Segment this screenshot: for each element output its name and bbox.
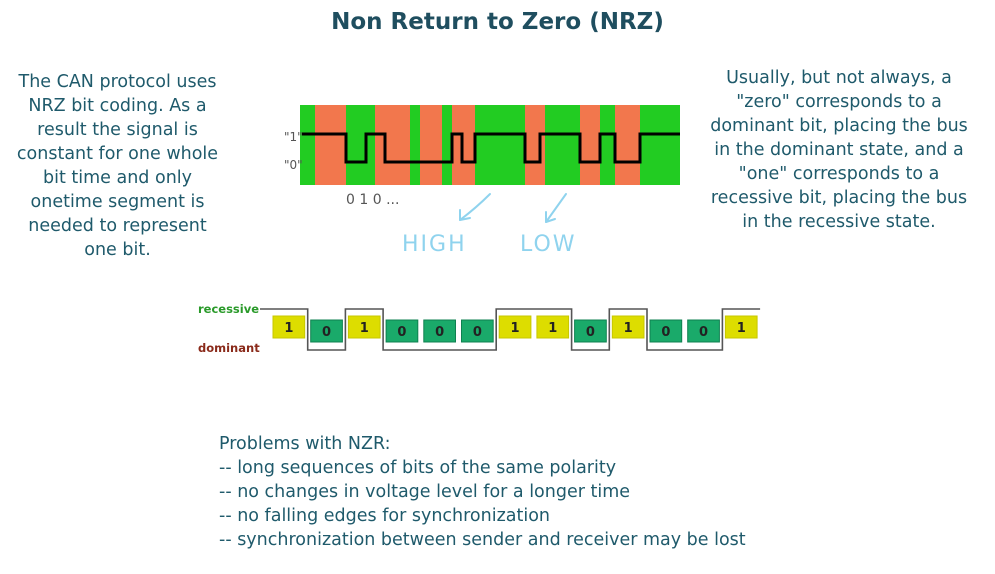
high-band	[545, 105, 580, 185]
arrow-icon	[545, 193, 567, 223]
text-line: recessive bit, placing the bus	[710, 188, 968, 208]
recessive-bit-cell: 1	[272, 315, 306, 339]
nrz-explanation-text: The CAN protocol uses NRZ bit coding. As…	[0, 70, 235, 262]
bit-cell-box	[649, 319, 683, 343]
low-band	[580, 105, 600, 185]
low-band	[420, 105, 442, 185]
arrow-icon	[459, 209, 471, 221]
bit-value: 0	[586, 325, 595, 340]
recessive-label: recessive	[198, 302, 259, 316]
bit-value: 0	[699, 325, 708, 340]
low-annotation: LOW	[520, 232, 577, 257]
bit-cell-box	[498, 315, 532, 339]
low-band	[315, 105, 346, 185]
recessive-bit-cell: 1	[724, 315, 758, 339]
bit-cell-box	[423, 319, 457, 343]
text-line: in the recessive state.	[742, 212, 936, 232]
problem-item: -- long sequences of bits of the same po…	[219, 458, 617, 478]
text-line: NRZ bit coding. As a	[28, 96, 207, 116]
bit-cell-box	[347, 315, 381, 339]
bit-value: 1	[511, 321, 520, 336]
bit-value: 1	[624, 321, 633, 336]
recessive-bit-cell: 1	[498, 315, 532, 339]
text-line: onetime segment is	[30, 192, 205, 212]
text-line: one bit.	[84, 240, 151, 260]
bit-cell-box	[385, 319, 419, 343]
bit-cell-box	[461, 319, 494, 343]
high-band	[640, 105, 680, 185]
low-band	[525, 105, 545, 185]
bit-cell-box	[272, 315, 306, 339]
dominant-bit-cell: 0	[385, 319, 419, 343]
problem-item: -- synchronization between sender and re…	[219, 530, 746, 550]
text-line: The CAN protocol uses	[18, 72, 217, 92]
dominant-bit-cell: 0	[687, 319, 720, 343]
level-zero-label: "0"	[284, 158, 303, 172]
recessive-bit-cell: 1	[536, 315, 570, 339]
recessive-bit-cell: 1	[611, 315, 645, 339]
bit-value: 0	[435, 325, 444, 340]
arrow-icon	[459, 193, 491, 221]
bit-value: 0	[322, 325, 331, 340]
bit-caption: 0 1 0 ...	[346, 192, 399, 208]
bit-cell-box	[574, 319, 607, 343]
bit-value: 1	[548, 321, 557, 336]
text-line: in the dominant state, and a	[714, 140, 964, 160]
bit-cell-box	[611, 315, 645, 339]
problem-item: -- no changes in voltage level for a lon…	[219, 482, 631, 502]
problems-heading: Problems with NZR:	[219, 434, 391, 454]
dominant-bit-cell: 0	[461, 319, 494, 343]
low-band	[615, 105, 640, 185]
dominant-bit-cell: 0	[310, 319, 343, 343]
bit-value: 1	[284, 321, 293, 336]
bit-band-group	[300, 105, 680, 185]
bit-value: 0	[397, 325, 406, 340]
dominant-recessive-text: Usually, but not always, a "zero" corres…	[693, 66, 985, 234]
dominant-bit-cell: 0	[649, 319, 683, 343]
problems-list: Problems with NZR: -- long sequences of …	[219, 432, 839, 552]
high-band	[442, 105, 452, 185]
text-line: "one" corresponds to a	[738, 164, 940, 184]
bit-cell-group: 1 0 1 0 0 0 1 1 0 1 0 0 1	[272, 315, 758, 343]
bit-value: 1	[737, 321, 746, 336]
text-line: Usually, but not always, a	[726, 68, 952, 88]
text-line: bit time and only	[43, 168, 192, 188]
high-band	[300, 105, 315, 185]
arrow-icon	[545, 211, 556, 223]
bit-cell-box	[536, 315, 570, 339]
low-band	[375, 105, 410, 185]
bit-cell-box	[724, 315, 758, 339]
bit-sequence-diagram: recessive dominant 1 0 1 0 0 0 1 1 0 1 0 0 1	[198, 302, 761, 355]
dominant-bit-cell: 0	[574, 319, 607, 343]
text-line: constant for one whole	[16, 144, 219, 164]
high-band	[600, 105, 615, 185]
page-title: Non Return to Zero (NRZ)	[331, 9, 664, 35]
bit-cell-box	[687, 319, 720, 343]
problem-item: -- no falling edges for synchronization	[219, 506, 551, 526]
nrz-signal-line	[302, 132, 680, 164]
text-line: "zero" corresponds to a	[736, 92, 942, 112]
text-line: result the signal is	[37, 120, 198, 140]
nrz-waveform-diagram: "1" "0" 0 1 0 ... HIGH LOW	[284, 105, 680, 257]
dominant-label: dominant	[198, 341, 260, 355]
bit-value: 0	[473, 325, 482, 340]
text-line: needed to represent	[28, 216, 207, 236]
high-band	[475, 105, 525, 185]
high-annotation: HIGH	[402, 232, 467, 257]
high-band	[346, 105, 375, 185]
bit-value: 1	[360, 321, 369, 336]
recessive-bit-cell: 1	[347, 315, 381, 339]
text-line: dominant bit, placing the bus	[710, 116, 968, 136]
handwritten-arrows	[459, 193, 567, 223]
dominant-bit-cell: 0	[423, 319, 457, 343]
level-one-label: "1"	[284, 130, 303, 144]
high-band	[410, 105, 420, 185]
bit-value: 0	[661, 325, 670, 340]
bus-level-line	[260, 308, 761, 351]
bit-cell-box	[310, 319, 343, 343]
